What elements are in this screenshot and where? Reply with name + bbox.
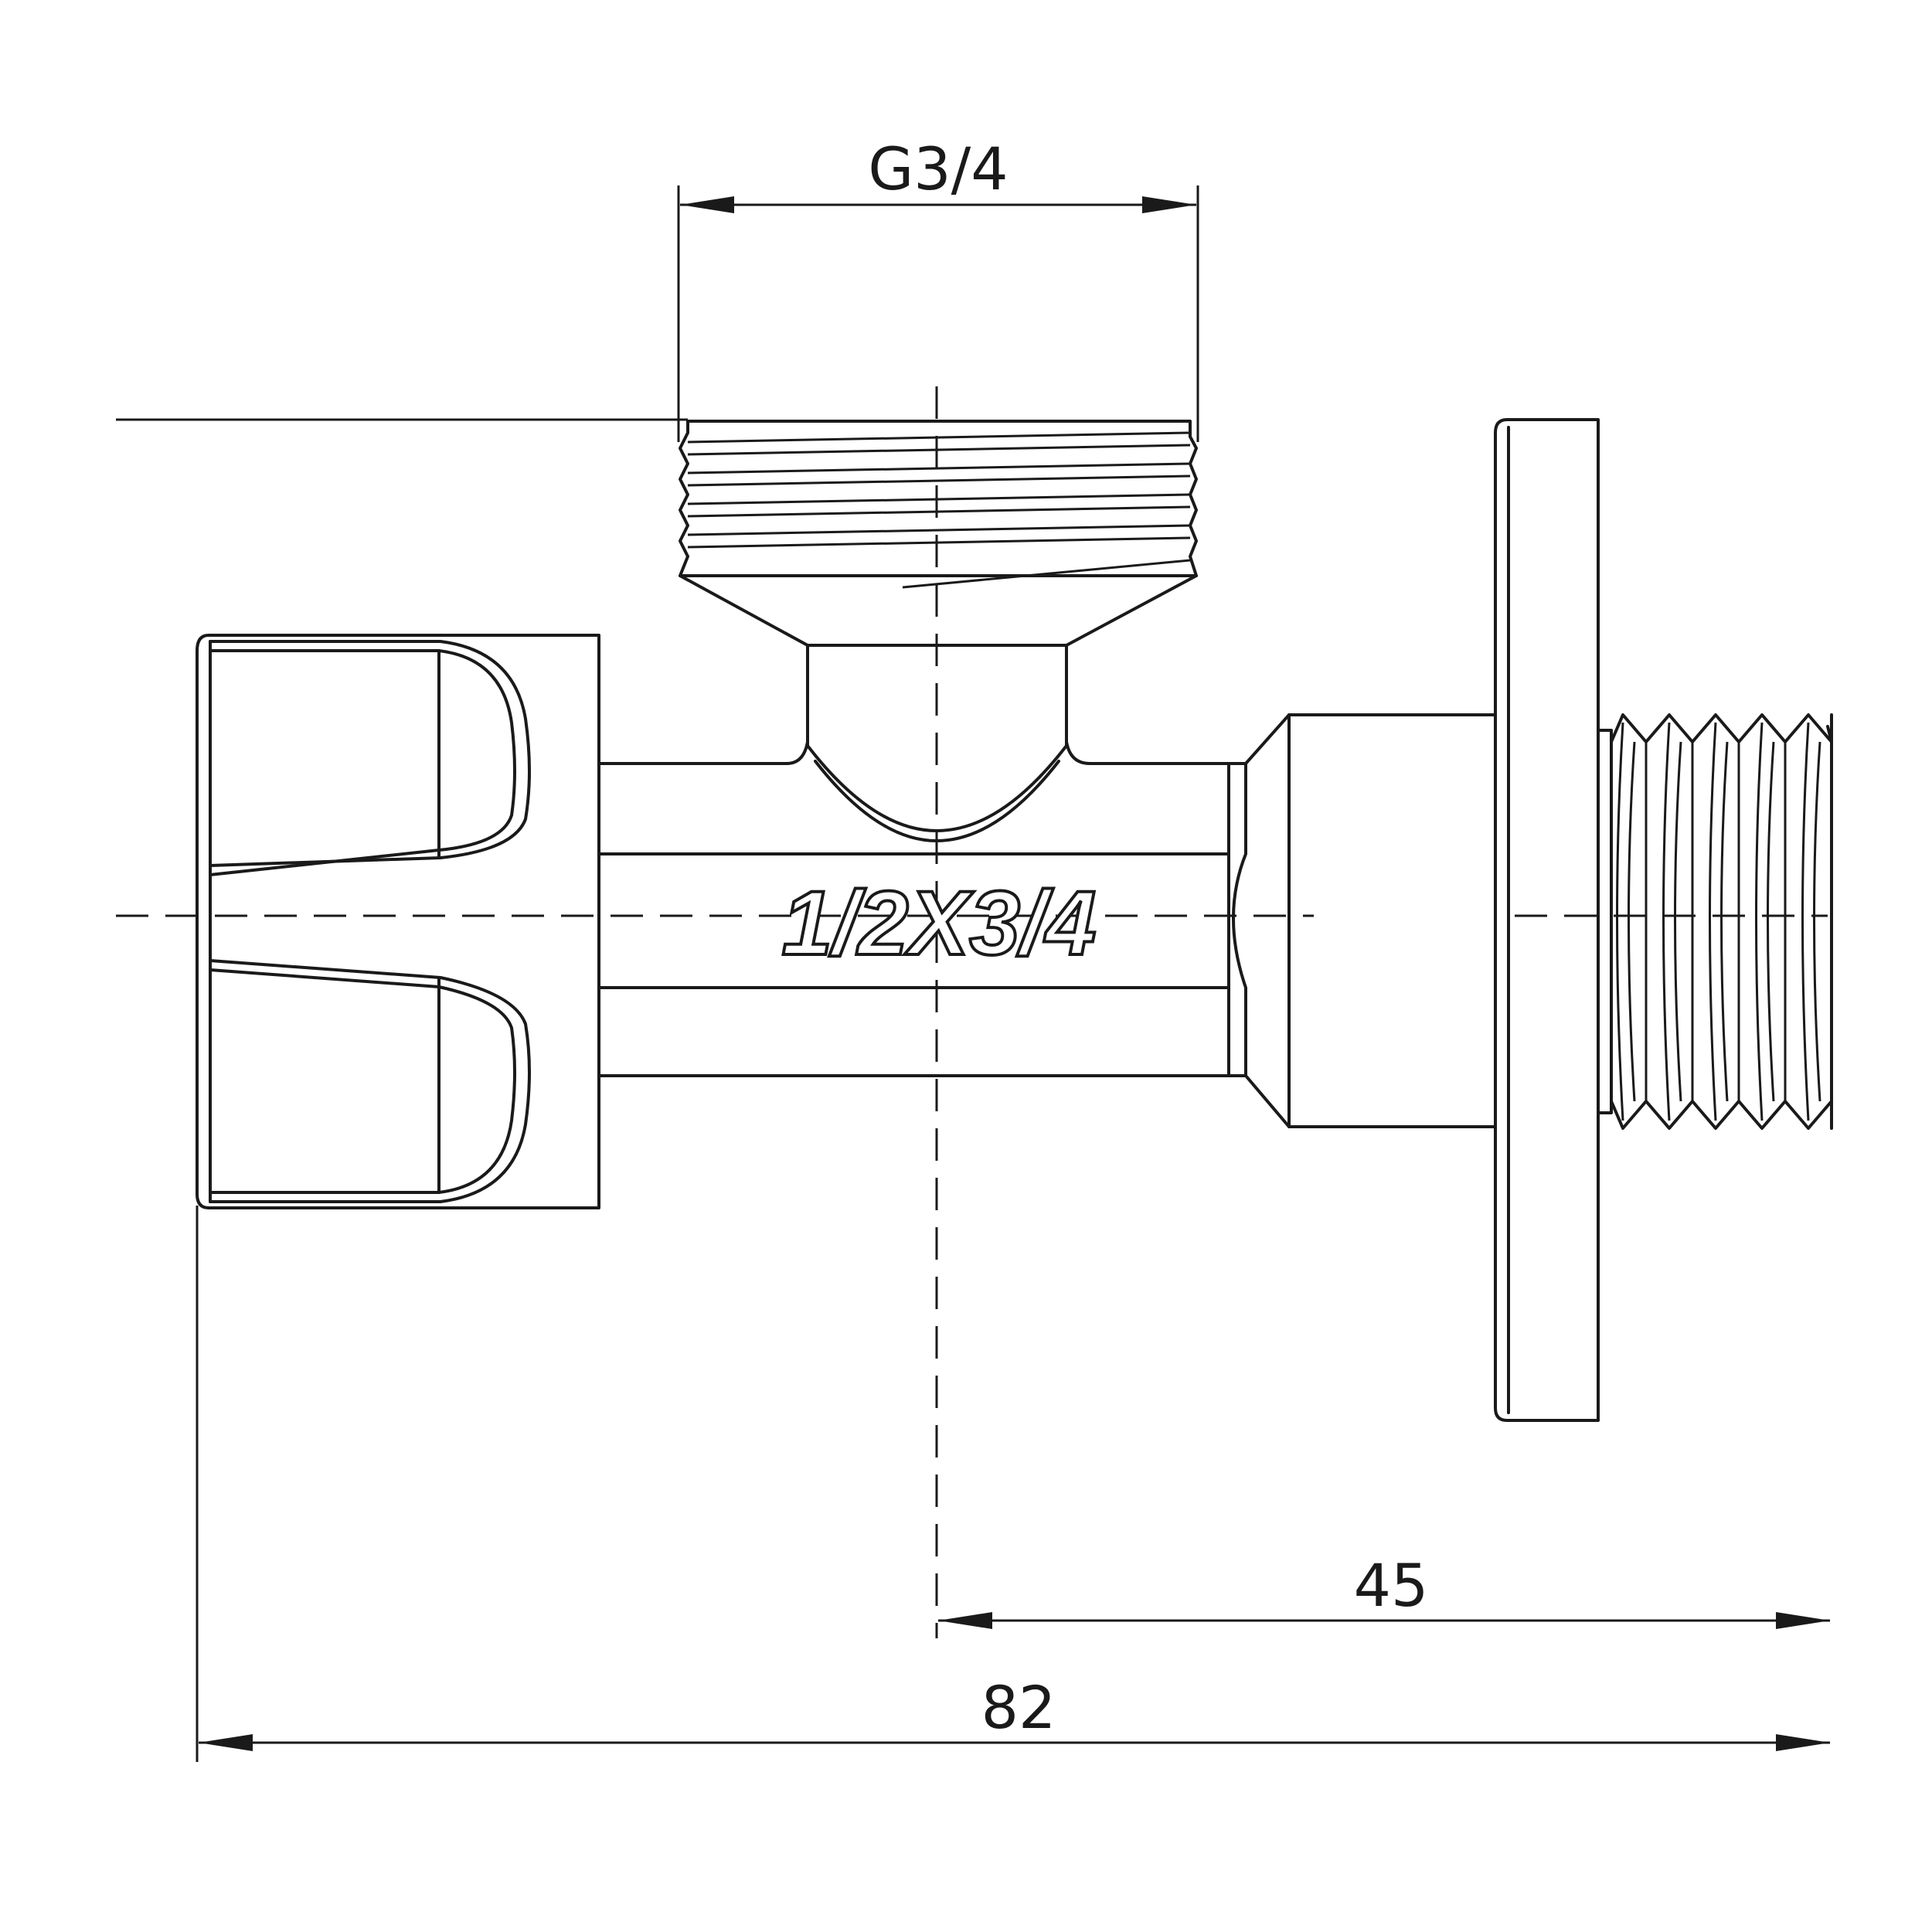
- body-top-right: [1065, 644, 1230, 765]
- thread-line-2: [687, 444, 1191, 456]
- thread-line-8: [687, 536, 1191, 549]
- handle-outline: [196, 634, 600, 1209]
- inlet-thread-top-teeth: [1610, 713, 1833, 743]
- dimensions: G3/4 45 82: [116, 134, 1830, 1762]
- outlet-cone: [679, 574, 1198, 647]
- body-top-left: [597, 644, 809, 765]
- thread-line-1: [687, 431, 1191, 444]
- inlet-neck: [1597, 729, 1613, 1114]
- center-lines: [116, 386, 1828, 1638]
- dim-45-label: 45: [1354, 1551, 1429, 1620]
- flange-outline: [1494, 418, 1600, 1422]
- inlet-thread: [1597, 713, 1833, 1130]
- wall-flange: [1494, 418, 1600, 1422]
- thread-line-6: [687, 505, 1191, 518]
- thread-line-5: [687, 493, 1191, 505]
- outlet-thread-outline: [679, 420, 1198, 577]
- valve-body: [597, 644, 1497, 1128]
- handle-lower-grip-outer: [209, 959, 531, 1203]
- handle-upper-grip-outer: [209, 640, 531, 867]
- thread-line-4: [687, 474, 1191, 487]
- collar-body: [1227, 713, 1497, 1128]
- body-neck-curve-outer: [806, 744, 1068, 832]
- collar-waist: [1232, 762, 1247, 1077]
- thread-line-7: [687, 524, 1191, 536]
- top-outlet: [679, 420, 1198, 747]
- handle-upper-grip-inner: [209, 649, 516, 876]
- handle-lower-grip-inner: [209, 968, 516, 1194]
- dim-82-label: 82: [981, 1673, 1056, 1742]
- thread-line-3: [687, 462, 1191, 474]
- g34-label: G3/4: [868, 134, 1008, 203]
- inlet-thread-crests: [1616, 722, 1833, 1121]
- body-marking: 1/2X3/4: [782, 872, 1097, 975]
- handle: [196, 634, 600, 1209]
- thread-line-9: [902, 559, 1191, 589]
- inlet-thread-bottom-teeth: [1610, 1100, 1833, 1130]
- body-neck-curve-inner: [814, 760, 1060, 842]
